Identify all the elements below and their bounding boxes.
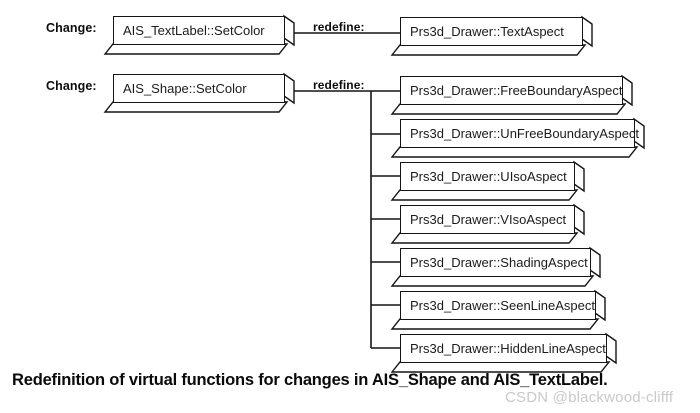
figure-caption: Redefinition of virtual functions for ch… <box>12 371 608 389</box>
node-ais-textlabel-setcolor[interactable]: AIS_TextLabel::SetColor <box>103 14 295 55</box>
node-face: Prs3d_Drawer::SeenLineAspect <box>400 291 596 320</box>
node-label: Prs3d_Drawer::VIsoAspect <box>410 212 567 227</box>
node-prs3d-drawer-shadingaspect[interactable]: Prs3d_Drawer::ShadingAspect <box>390 246 601 287</box>
node-prs3d-drawer-unfreeboundaryaspect[interactable]: Prs3d_Drawer::UnFreeBoundaryAspect <box>390 117 645 158</box>
change-label-row2: Change: <box>46 79 97 93</box>
node-base <box>390 146 639 158</box>
node-prs3d-drawer-textaspect[interactable]: Prs3d_Drawer::TextAspect <box>390 15 593 56</box>
node-base <box>390 275 595 287</box>
node-label: Prs3d_Drawer::UnFreeBoundaryAspect <box>410 126 640 141</box>
node-label: Prs3d_Drawer::ShadingAspect <box>410 255 588 270</box>
node-prs3d-drawer-seenlineaspect[interactable]: Prs3d_Drawer::SeenLineAspect <box>390 289 606 330</box>
node-ais-shape-setcolor[interactable]: AIS_Shape::SetColor <box>103 72 295 113</box>
node-label: Prs3d_Drawer::UIsoAspect <box>410 169 567 184</box>
node-label: Prs3d_Drawer::HiddenLineAspect <box>410 341 606 356</box>
node-label: AIS_Shape::SetColor <box>123 81 247 96</box>
node-face: AIS_Shape::SetColor <box>113 74 285 103</box>
node-base <box>103 43 289 55</box>
node-face: Prs3d_Drawer::FreeBoundaryAspect <box>400 76 623 105</box>
node-spine <box>581 15 593 48</box>
node-face: Prs3d_Drawer::ShadingAspect <box>400 248 591 277</box>
node-base <box>390 189 579 201</box>
node-face: Prs3d_Drawer::UIsoAspect <box>400 162 575 191</box>
redefine-label-row2: redefine: <box>313 78 365 92</box>
node-face: Prs3d_Drawer::HiddenLineAspect <box>400 334 607 363</box>
node-face: Prs3d_Drawer::UnFreeBoundaryAspect <box>400 119 639 148</box>
node-base <box>390 318 600 330</box>
node-face: Prs3d_Drawer::TextAspect <box>400 17 583 46</box>
node-label: AIS_TextLabel::SetColor <box>123 23 265 38</box>
node-base <box>390 232 579 244</box>
node-face: Prs3d_Drawer::VIsoAspect <box>400 205 575 234</box>
node-spine <box>283 14 295 47</box>
node-prs3d-drawer-hiddenlineaspect[interactable]: Prs3d_Drawer::HiddenLineAspect <box>390 332 617 373</box>
node-base <box>390 44 587 56</box>
node-label: Prs3d_Drawer::FreeBoundaryAspect <box>410 83 623 98</box>
node-prs3d-drawer-uisoaspect[interactable]: Prs3d_Drawer::UIsoAspect <box>390 160 585 201</box>
node-base <box>390 103 627 115</box>
node-prs3d-drawer-freeboundaryaspect[interactable]: Prs3d_Drawer::FreeBoundaryAspect <box>390 74 633 115</box>
node-prs3d-drawer-visoaspect[interactable]: Prs3d_Drawer::VIsoAspect <box>390 203 585 244</box>
node-spine <box>573 203 585 236</box>
node-base <box>103 101 289 113</box>
redefine-label-row1: redefine: <box>313 20 365 34</box>
node-label: Prs3d_Drawer::SeenLineAspect <box>410 298 595 313</box>
node-face: AIS_TextLabel::SetColor <box>113 16 285 45</box>
change-label-row1: Change: <box>46 21 97 35</box>
node-base <box>390 361 611 373</box>
node-spine <box>283 72 295 105</box>
node-label: Prs3d_Drawer::TextAspect <box>410 24 564 39</box>
